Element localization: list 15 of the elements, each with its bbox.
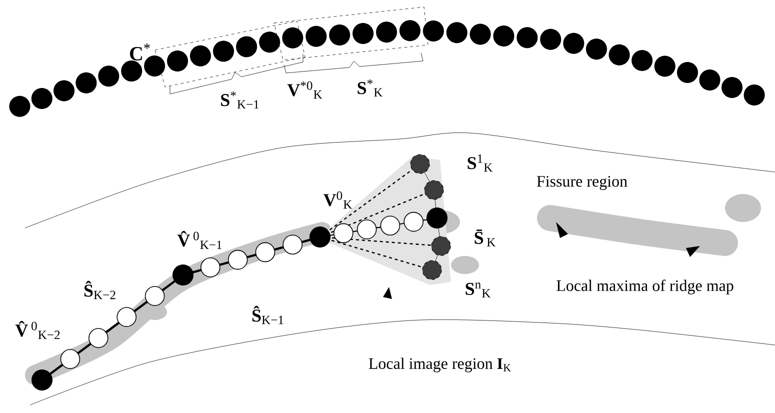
math-label: S̄$_{K}$ bbox=[474, 230, 496, 246]
math-label: S$^{n}$K bbox=[466, 282, 491, 298]
math-label: C$^{*}$ bbox=[130, 44, 150, 60]
math-label: Ŝ$_{K−1}$ bbox=[252, 306, 284, 324]
math-label: Local image region I$_{K}$ bbox=[368, 358, 511, 372]
math-label: V̂$^{0}$K−2 bbox=[15, 320, 60, 340]
math-label: S$^{*}$K bbox=[358, 79, 383, 97]
math-label: S$^{1}$K bbox=[468, 154, 493, 172]
math-label: V$^{*0}$K bbox=[287, 81, 322, 99]
math-label: Ŝ$_{K−2}$ bbox=[84, 280, 116, 300]
math-label: V̂$^{0}$K−1 bbox=[177, 230, 222, 250]
math-label: S$^{*}$K−1 bbox=[221, 91, 259, 109]
math-label: V$^{0}$K bbox=[324, 191, 352, 209]
region-label: Local maxima of ridge map bbox=[556, 280, 734, 294]
region-label: Fissure region bbox=[536, 176, 628, 190]
